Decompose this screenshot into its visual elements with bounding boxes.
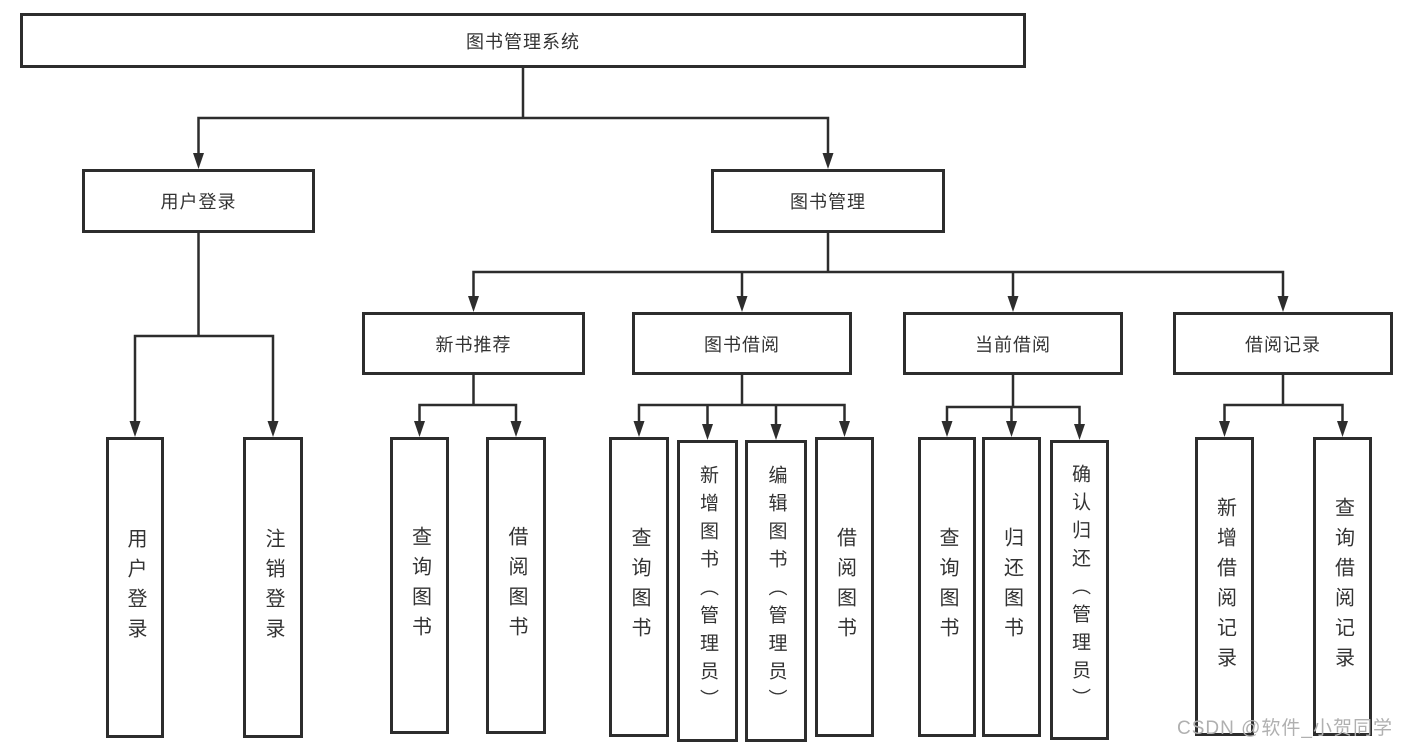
arrowhead — [1006, 421, 1017, 437]
leaf-label: 注销登录 — [262, 527, 284, 648]
arrowhead — [770, 424, 782, 440]
leaf-label: 借阅图书 — [833, 527, 856, 647]
node-book-borrow-label: 图书借阅 — [704, 334, 780, 355]
leaf-confirm-return-admin: 确认归还（管理员） — [1050, 440, 1109, 740]
leaf-borrow-books: 借阅图书 — [815, 437, 874, 737]
node-borrow-records: 借阅记录 — [1173, 312, 1393, 375]
connector-book-borrow-children — [633, 373, 850, 440]
leaf-query-borrow-record: 查询借阅记录 — [1313, 437, 1372, 736]
arrowhead — [414, 421, 425, 437]
leaf-label: 查询借阅记录 — [1331, 496, 1354, 677]
leaf-label: 借阅图书 — [505, 525, 527, 646]
leaf-add-borrow-record: 新增借阅记录 — [1195, 437, 1254, 736]
node-user-login-label: 用户登录 — [160, 192, 237, 212]
connector-new-book-children — [414, 373, 522, 437]
node-current-borrow-label: 当前借阅 — [975, 334, 1051, 355]
node-book-management: 图书管理 — [711, 169, 945, 233]
leaf-label: 归还图书 — [1000, 527, 1023, 647]
connector-borrow-records-children — [1219, 373, 1348, 437]
arrowhead — [1277, 296, 1289, 312]
leaf-edit-books-admin: 编辑图书（管理员） — [745, 440, 807, 742]
leaf-label: 查询图书 — [936, 527, 958, 647]
leaf-label: 新增图书（管理员） — [697, 465, 718, 717]
arrowhead — [1219, 421, 1230, 437]
leaf-label: 编辑图书（管理员） — [765, 465, 787, 717]
node-root-label: 图书管理系统 — [466, 31, 580, 52]
arrowhead — [702, 424, 713, 440]
leaf-query-books-borrow: 查询图书 — [609, 437, 669, 737]
arrowhead — [1337, 421, 1348, 437]
node-book-borrow: 图书借阅 — [632, 312, 852, 375]
leaf-user-login: 用户登录 — [106, 437, 164, 738]
leaf-query-books-recommend: 查询图书 — [390, 437, 449, 734]
arrowhead — [839, 421, 850, 437]
arrowhead — [633, 421, 645, 437]
leaf-label: 新增借阅记录 — [1213, 496, 1236, 677]
leaf-label: 查询图书 — [628, 527, 650, 647]
leaf-logout: 注销登录 — [243, 437, 303, 738]
node-new-book-recommend: 新书推荐 — [362, 312, 585, 375]
arrowhead — [1007, 296, 1019, 312]
leaf-add-books-admin: 新增图书（管理员） — [677, 440, 738, 742]
leaf-label: 用户登录 — [124, 527, 146, 648]
arrowhead — [941, 421, 953, 437]
arrowhead — [510, 421, 522, 437]
node-current-borrow: 当前借阅 — [903, 312, 1123, 375]
connector-book-management-children — [468, 231, 1289, 312]
arrowhead — [736, 296, 748, 312]
arrowhead — [267, 421, 279, 437]
leaf-return-books: 归还图书 — [982, 437, 1041, 737]
arrowhead — [193, 153, 204, 169]
arrowhead — [1074, 424, 1085, 440]
leaf-borrow-books-recommend: 借阅图书 — [486, 437, 546, 734]
arrowhead — [822, 153, 834, 169]
node-book-management-label: 图书管理 — [790, 192, 866, 212]
arrowhead — [129, 421, 141, 437]
arrowhead — [468, 296, 479, 312]
leaf-query-books-current: 查询图书 — [918, 437, 976, 737]
connector-user-login-children — [129, 231, 279, 437]
connector-root-to-level2 — [193, 66, 834, 169]
watermark: CSDN @软件_小贺同学 — [1177, 718, 1393, 739]
node-user-login: 用户登录 — [82, 169, 315, 233]
node-root: 图书管理系统 — [20, 13, 1026, 68]
leaf-label: 查询图书 — [408, 525, 431, 646]
connector-current-borrow-children — [941, 373, 1085, 440]
node-borrow-records-label: 借阅记录 — [1245, 334, 1321, 355]
leaf-label: 确认归还（管理员） — [1069, 464, 1090, 716]
node-new-book-recommend-label: 新书推荐 — [435, 334, 512, 355]
